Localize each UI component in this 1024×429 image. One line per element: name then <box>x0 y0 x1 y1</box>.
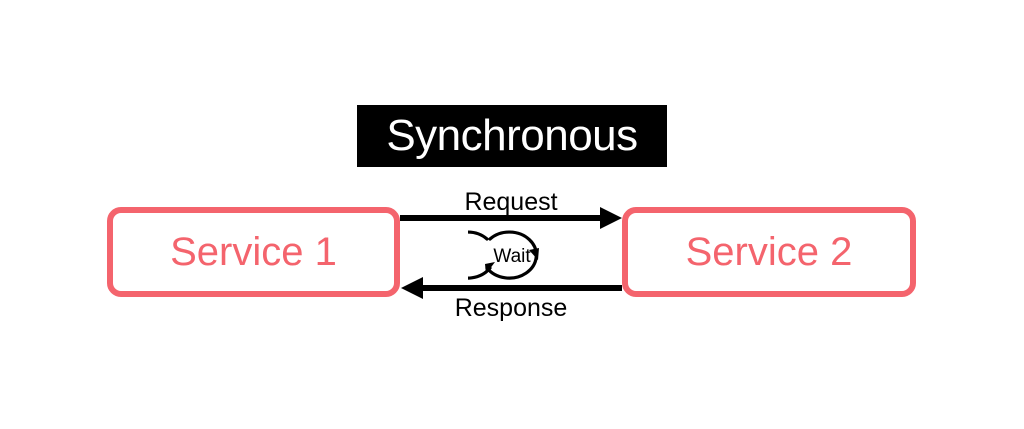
edge-response-line <box>423 285 622 291</box>
node-service-1-label: Service 1 <box>170 230 337 274</box>
node-service-1[interactable]: Service 1 <box>107 207 400 297</box>
edge-request-line <box>400 215 600 221</box>
circular-loop-arrow-icon <box>468 230 539 280</box>
arrow-left-icon <box>401 277 423 299</box>
node-service-2-label: Service 2 <box>685 230 853 274</box>
wait-indicator: Wait <box>468 226 556 286</box>
diagram-title: Synchronous <box>386 111 638 160</box>
arrow-right-icon <box>600 207 622 229</box>
wait-label: Wait <box>493 245 531 267</box>
edge-request-label: Request <box>464 188 558 216</box>
edge-response-label: Response <box>454 294 568 322</box>
node-service-2[interactable]: Service 2 <box>622 207 916 297</box>
diagram-title-banner: Synchronous <box>357 105 667 167</box>
